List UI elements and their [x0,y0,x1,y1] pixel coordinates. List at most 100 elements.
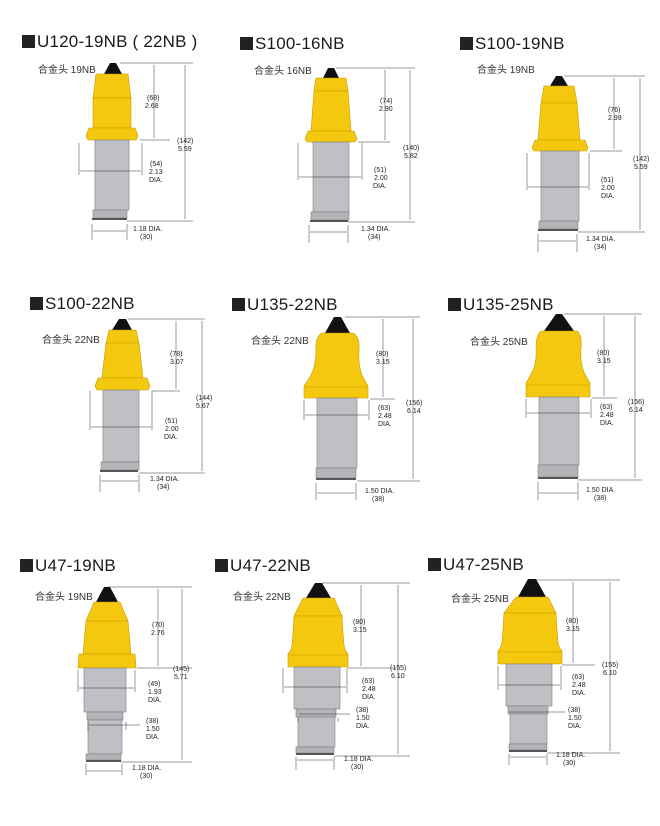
svg-text:(30): (30) [351,764,363,771]
svg-text:DIA.: DIA. [164,434,178,441]
svg-text:5.67: 5.67 [196,403,210,410]
svg-text:(63): (63) [378,405,390,412]
svg-text:6.14: 6.14 [629,407,643,414]
bullet-square-icon [448,298,461,311]
carbide-tip-label: 合金头 25NB [451,594,509,605]
product-title: U47-19NB [20,556,116,576]
svg-text:2.99: 2.99 [608,115,622,122]
product-title: U47-25NB [428,555,524,575]
svg-text:2.00: 2.00 [165,426,179,433]
carbide-tip-label: 合金头 19NB [477,65,535,76]
svg-text:(38): (38) [146,718,158,725]
svg-text:2.00: 2.00 [374,175,388,182]
svg-text:2.48: 2.48 [378,413,392,420]
svg-text:3.15: 3.15 [597,358,611,365]
svg-text:2.13: 2.13 [149,169,163,176]
carbide-tip-icon [112,319,132,330]
svg-text:(51): (51) [374,167,386,174]
carbide-tip-label: 合金头 22NB [42,335,100,346]
svg-text:(38): (38) [372,496,384,503]
carbide-tip-label: 合金头 19NB [38,65,96,76]
cutting-pick-drawing: (80) 3.15 (156) 6.14 (63) 2.48 DIA. 1.50… [525,313,644,502]
carbide-tip-icon [104,63,122,74]
svg-text:(68): (68) [147,95,159,102]
svg-text:(142): (142) [177,138,193,145]
svg-text:6.14: 6.14 [407,408,421,415]
product-title: U120-19NB ( 22NB ) [22,32,197,52]
svg-text:3.15: 3.15 [566,626,580,633]
svg-text:(80): (80) [353,619,365,626]
product-title: S100-22NB [30,294,135,314]
svg-text:6.10: 6.10 [603,670,617,677]
product-title: U135-25NB [448,295,554,315]
svg-text:(74): (74) [380,98,392,105]
svg-text:(78): (78) [170,351,182,358]
svg-text:1.50: 1.50 [356,715,370,722]
svg-text:1.34 DIA.: 1.34 DIA. [150,476,179,483]
product-title: S100-19NB [460,34,565,54]
bullet-square-icon [428,558,441,571]
carbide-tip-icon [544,314,574,331]
svg-text:1.50: 1.50 [568,715,582,722]
svg-text:(49): (49) [148,681,160,688]
svg-text:1.34 DIA.: 1.34 DIA. [586,236,615,243]
svg-text:(80): (80) [597,350,609,357]
svg-text:1.50 DIA.: 1.50 DIA. [586,487,615,494]
svg-text:3.15: 3.15 [353,627,367,634]
product-card-s100-22nb: S100-22NB 合金头 22NB (78) 3.07 (144) 5.67 … [0,285,220,515]
carbide-tip-label: 合金头 22NB [251,336,309,347]
svg-text:1.50 DIA.: 1.50 DIA. [365,488,394,495]
cutting-pick-drawing: (80) 3.15 (156) 6.14 (63) 2.48 DIA. 1.50… [303,316,422,503]
svg-text:DIA.: DIA. [568,723,582,730]
svg-text:(30): (30) [140,773,152,780]
svg-text:(80): (80) [566,618,578,625]
svg-text:(30): (30) [140,234,152,241]
svg-text:DIA.: DIA. [148,697,162,704]
svg-text:2.48: 2.48 [572,682,586,689]
carbide-tip-label: 合金头 19NB [35,592,93,603]
svg-text:DIA.: DIA. [600,420,614,427]
product-card-u47-19nb: U47-19NB 合金头 19NB (70) 2.76 (1 [0,550,220,800]
cutting-pick-drawing: (80) 3.15 (155) 6.10 (63) 2.48 DIA. (38)… [497,579,620,767]
svg-text:(54): (54) [150,161,162,168]
svg-text:(70): (70) [152,622,164,629]
svg-text:(38): (38) [356,707,368,714]
svg-text:(63): (63) [600,404,612,411]
product-card-s100-16nb: S100-16NB 合金头 16NB (74) 2.90 (140) 5.82 … [220,0,440,270]
svg-text:(63): (63) [362,678,374,685]
svg-text:(30): (30) [563,760,575,767]
product-title: U135-22NB [232,295,338,315]
bullet-square-icon [22,35,35,48]
svg-text:1.34 DIA.: 1.34 DIA. [361,226,390,233]
svg-text:(140): (140) [403,145,419,152]
svg-text:DIA.: DIA. [572,690,586,697]
product-card-u47-22nb: U47-22NB 合金头 22NB (80) 3.15 (1 [210,550,430,800]
svg-text:DIA.: DIA. [146,734,160,741]
svg-text:(145): (145) [173,666,189,673]
svg-text:(155): (155) [390,665,406,672]
svg-text:2.48: 2.48 [362,686,376,693]
svg-text:DIA.: DIA. [149,177,163,184]
svg-text:(144): (144) [196,395,212,402]
carbide-tip-icon [325,317,350,333]
cutting-pick-drawing: (70) 2.76 (145) 5.71 (49) 1.93 DIA. (38)… [77,586,192,780]
cutting-pick-drawing: (78) 3.07 (144) 5.67 (51) 2.00 DIA. 1.34… [89,318,212,492]
product-title: U47-22NB [215,556,311,576]
svg-text:1.18 DIA.: 1.18 DIA. [133,226,162,233]
carbide-tip-icon [96,587,118,602]
svg-text:6.10: 6.10 [391,673,405,680]
product-card-u135-25nb: U135-25NB 合金头 25NB (80) 3.15 (156) 6.14 … [440,290,660,520]
svg-text:DIA.: DIA. [378,421,392,428]
svg-text:(80): (80) [376,351,388,358]
carbide-tip-icon [550,76,568,86]
bullet-square-icon [460,37,473,50]
svg-text:DIA.: DIA. [373,183,387,190]
svg-text:1.50: 1.50 [146,726,160,733]
svg-text:1.18 DIA.: 1.18 DIA. [556,752,585,759]
cutting-pick-drawing: (68) 2.68 (142) 5.59 (54) 2.13 DIA. 1.18… [78,62,193,241]
product-card-s100-19nb: S100-19NB 合金头 19NB (76) 2.99 (142) 5.59 … [440,0,660,270]
svg-text:(34): (34) [594,244,606,251]
svg-text:3.07: 3.07 [170,359,184,366]
carbide-tip-icon [306,583,331,598]
svg-text:DIA.: DIA. [601,193,615,200]
